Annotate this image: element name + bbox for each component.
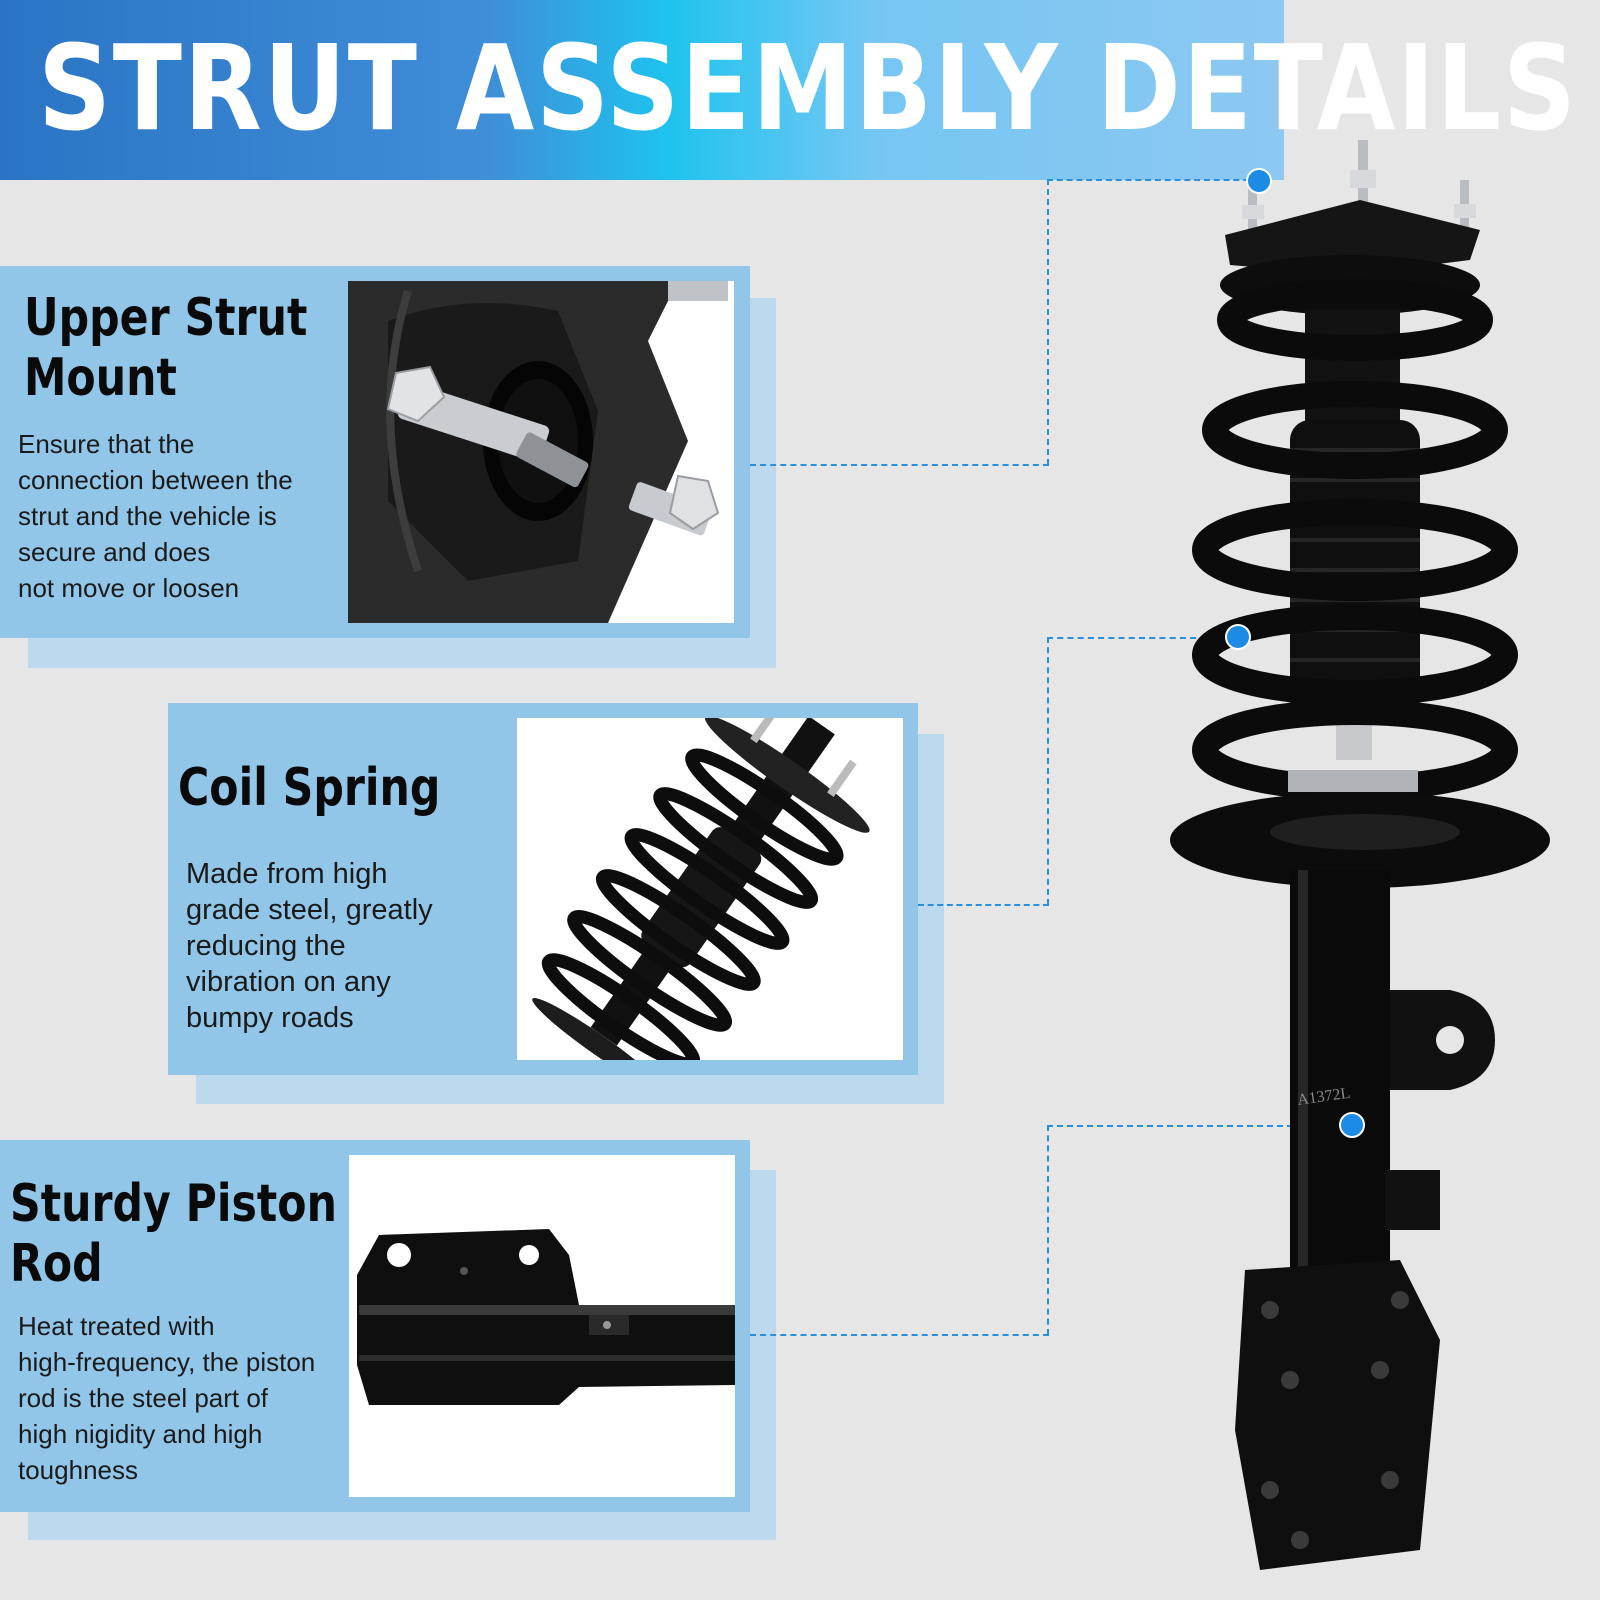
callout-dot-upper-mount (1246, 168, 1272, 194)
description-line: strut and the vehicle is (18, 501, 277, 531)
feature-title-line: Sturdy Piston (10, 1174, 337, 1234)
feature-title-line: Upper Strut (24, 288, 308, 348)
coil-spring-photo (517, 718, 903, 1060)
description-line: rod is the steel part of (18, 1383, 269, 1413)
leader-line (1047, 1125, 1353, 1127)
leader-line (918, 904, 1049, 906)
leader-line (750, 1334, 1049, 1336)
leader-line (1047, 1125, 1049, 1335)
feature-card-upper-strut-mount: Upper Strut Mount Ensure that the connec… (0, 266, 750, 638)
description-line: Heat treated with (18, 1311, 215, 1341)
feature-title-line: Rod (10, 1234, 103, 1294)
feature-title-line: Mount (24, 348, 177, 408)
description-line: not move or loosen (18, 573, 240, 603)
description-line: connection between the (18, 465, 293, 495)
callout-dot-coil-spring (1225, 624, 1251, 650)
description-line: high-frequency, the piston (18, 1347, 316, 1377)
header-banner: STRUT ASSEMBLY DETAILS (0, 0, 1576, 180)
feature-title: Upper Strut Mount (24, 288, 307, 408)
feature-title: Sturdy Piston Rod (10, 1174, 337, 1294)
leader-line (1047, 179, 1049, 465)
description-line: reducing the (186, 930, 346, 962)
feature-title-line: Coil Spring (178, 758, 441, 818)
description-line: secure and does (18, 537, 211, 567)
description-line: Made from high (186, 858, 388, 890)
upper-mount-photo (348, 281, 734, 623)
feature-card-piston-rod: Sturdy Piston Rod Heat treated with high… (0, 1140, 750, 1512)
description-line: vibration on any (186, 966, 391, 998)
page-title: STRUT ASSEMBLY DETAILS (38, 19, 1578, 157)
leader-line (750, 464, 1049, 466)
feature-description: Made from high grade steel, greatly redu… (186, 856, 433, 1036)
leader-line (1047, 637, 1049, 905)
feature-description: Heat treated with high-frequency, the pi… (18, 1308, 315, 1488)
description-line: high nigidity and high (18, 1419, 263, 1449)
leader-line (1047, 179, 1259, 181)
description-line: bumpy roads (186, 1002, 354, 1034)
piston-rod-photo (349, 1155, 735, 1497)
feature-title: Coil Spring (178, 758, 440, 818)
leader-line (1047, 637, 1237, 639)
callout-dot-piston-rod (1339, 1112, 1365, 1138)
feature-card-coil-spring: Coil Spring Made from high grade steel, … (168, 703, 918, 1075)
description-line: toughness (18, 1455, 138, 1485)
description-line: Ensure that the (18, 429, 195, 459)
feature-description: Ensure that the connection between the s… (18, 426, 293, 606)
description-line: grade steel, greatly (186, 894, 433, 926)
strut-assembly-image: A1372L (1150, 130, 1560, 1590)
